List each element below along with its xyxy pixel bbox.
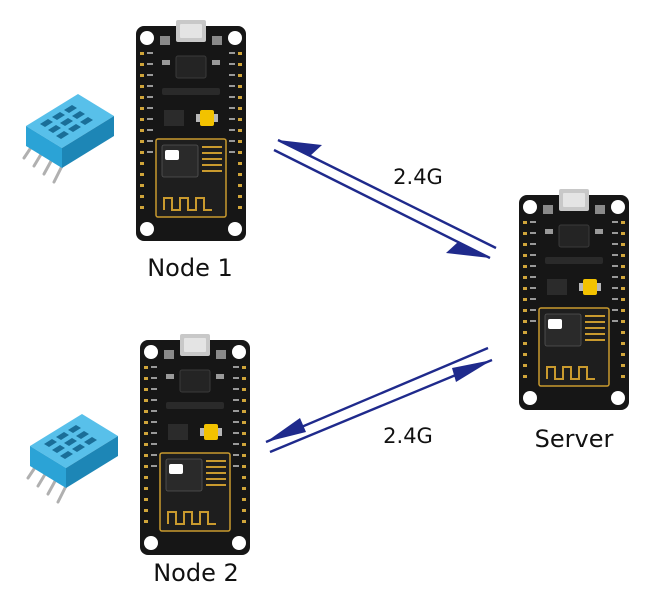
- node-1-sensor-icon: [22, 92, 116, 184]
- arrowhead-toward-node-1: [278, 140, 322, 156]
- arrowhead-toward-node-2: [266, 418, 306, 442]
- link-top-arrows: [273, 138, 497, 260]
- server-board-icon: [518, 188, 630, 411]
- node-1-label: Node 1: [147, 254, 233, 282]
- node-1-board-icon: [135, 19, 247, 242]
- link-bottom-arrows: [265, 346, 493, 454]
- server-label: Server: [535, 425, 614, 453]
- node-2-sensor-icon: [26, 412, 120, 504]
- arrowhead-toward-server: [446, 242, 490, 258]
- arrowhead-toward-server-bottom: [452, 360, 492, 382]
- link-top-label: 2.4G: [393, 165, 443, 189]
- node-2-board-icon: [139, 333, 251, 556]
- node-2-label: Node 2: [153, 559, 239, 587]
- link-bottom-label: 2.4G: [383, 424, 433, 448]
